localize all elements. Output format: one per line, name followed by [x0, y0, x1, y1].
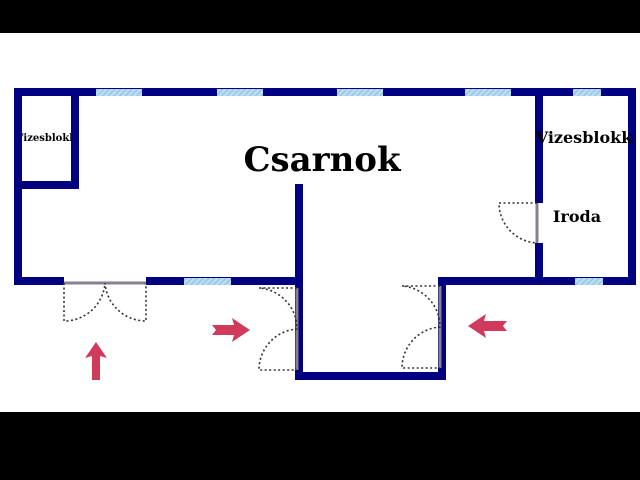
door-bottom-left: [63, 277, 147, 322]
arrow-left-icon: [468, 314, 507, 338]
door-center-left: [258, 287, 299, 371]
window: [184, 278, 231, 285]
room-label-iroda: Iroda: [553, 207, 601, 226]
window: [217, 89, 263, 96]
window: [573, 89, 601, 96]
room-label-vizesblokk-left: Vizesblokk: [15, 133, 77, 144]
window: [465, 89, 511, 96]
entrance-arrows: [85, 314, 507, 380]
room-label-csarnok: Csarnok: [243, 140, 402, 180]
windows: [96, 89, 603, 285]
room-label-vizesblokk-right: Vizesblokk: [535, 128, 634, 147]
window: [96, 89, 142, 96]
window: [575, 278, 603, 285]
door-office: [498, 202, 543, 244]
arrow-right-icon: [212, 318, 250, 342]
arrow-up-icon: [85, 342, 107, 380]
window: [337, 89, 383, 96]
plan-background: [0, 33, 640, 412]
doors: [63, 202, 543, 371]
door-center-right: [401, 285, 442, 369]
